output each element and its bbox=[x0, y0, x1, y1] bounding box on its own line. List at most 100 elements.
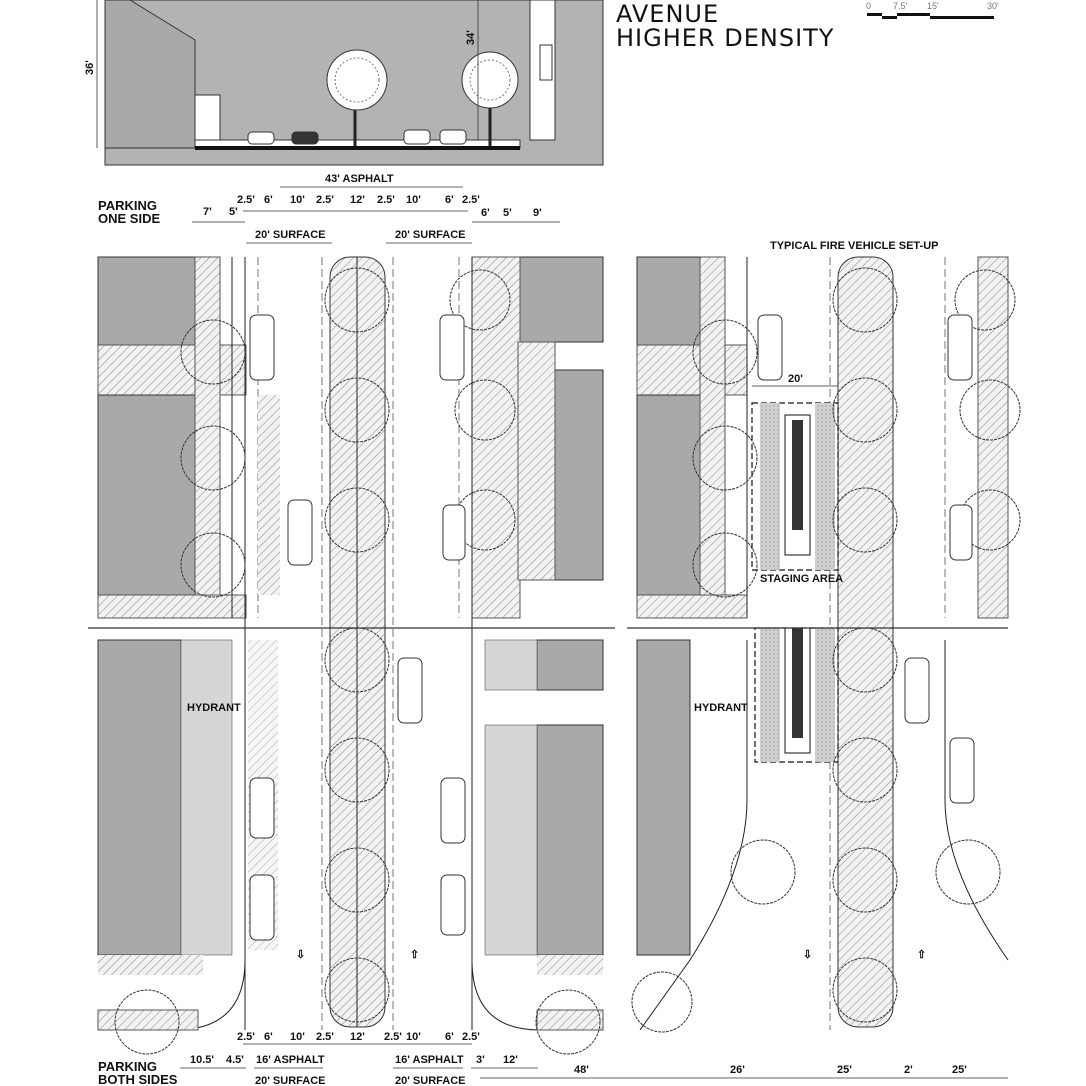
median bbox=[837, 256, 894, 1028]
dimension-label: 9' bbox=[533, 207, 542, 219]
tree bbox=[454, 379, 516, 441]
building bbox=[636, 639, 691, 956]
dimension-label: 16' ASPHALT bbox=[256, 1054, 325, 1066]
road-surface bbox=[195, 146, 520, 150]
tree bbox=[449, 269, 511, 331]
dimension-label: 12' bbox=[350, 1031, 365, 1043]
building bbox=[97, 394, 196, 596]
dimension-label: 10' bbox=[290, 194, 305, 206]
parked-cars bbox=[757, 314, 975, 804]
section-tree bbox=[461, 51, 519, 146]
dimension-label: 20' SURFACE bbox=[255, 229, 325, 241]
dimension-label: 6' bbox=[481, 207, 490, 219]
section-cars bbox=[247, 129, 467, 145]
dimension-label: 26' bbox=[730, 1064, 745, 1076]
dimension-label: 2.5' bbox=[384, 1031, 402, 1043]
title-line1: AVENUE bbox=[616, 0, 719, 28]
dimension-label: 6' bbox=[264, 1031, 273, 1043]
dimension-label: 2.5' bbox=[316, 1031, 334, 1043]
dimension-label: 20' SURFACE bbox=[395, 1075, 465, 1086]
building bbox=[536, 724, 604, 956]
section-building-left bbox=[104, 0, 196, 149]
dimension-label: 20' SURFACE bbox=[255, 1075, 325, 1086]
dimension-label: 6' bbox=[445, 194, 454, 206]
building bbox=[519, 256, 604, 343]
building bbox=[554, 369, 604, 581]
tree bbox=[324, 377, 390, 443]
section-porch-left bbox=[194, 94, 221, 141]
dimension-label: 2.5' bbox=[377, 194, 395, 206]
tree bbox=[832, 377, 898, 443]
tree bbox=[324, 957, 390, 1023]
dims-one-side: PARKING ONE SIDE 43' ASPHALT 2.5' 6' 10'… bbox=[98, 173, 560, 244]
section-tree bbox=[326, 49, 388, 146]
dimension-label: 15' bbox=[927, 1, 939, 11]
tree bbox=[832, 487, 898, 553]
dimension-label: 43' ASPHALT bbox=[325, 173, 394, 185]
scale-bar: 0 7.5' 15' 30' bbox=[866, 1, 999, 19]
dimension-label: PARKING bbox=[98, 1059, 157, 1074]
dims-both-sides: 12' 2.5' 6' 10' 2.5' 2.5' 10' 6' 2.5' PA… bbox=[98, 1031, 1008, 1086]
parked-cars bbox=[249, 314, 466, 941]
dimension-label: 6' bbox=[264, 194, 273, 206]
dimension-label: 20' bbox=[788, 373, 803, 385]
dimension-label: 30' bbox=[987, 1, 999, 11]
tree bbox=[180, 532, 246, 598]
dimension-label: 25' bbox=[837, 1064, 852, 1076]
tree bbox=[324, 737, 390, 803]
dimension-label: 4.5' bbox=[226, 1054, 244, 1066]
dimension-label: 5' bbox=[229, 206, 238, 218]
dimension-label: 10.5' bbox=[190, 1054, 214, 1066]
dimension-label: TYPICAL FIRE VEHICLE SET-UP bbox=[770, 240, 939, 252]
plan-right-fire-setup: TYPICAL FIRE VEHICLE SET-UP 20' STAGING … bbox=[627, 240, 1021, 1033]
building bbox=[97, 639, 182, 956]
dimension-label: 10' bbox=[290, 1031, 305, 1043]
direction-arrow-down: ⇩ bbox=[296, 949, 305, 961]
building bbox=[636, 394, 701, 596]
tree bbox=[832, 847, 898, 913]
hydrant-label: HYDRANT bbox=[187, 702, 241, 714]
section-height-left: 36' bbox=[84, 60, 96, 75]
tree bbox=[954, 269, 1016, 331]
tree bbox=[832, 737, 898, 803]
dimension-label: ⇩ bbox=[803, 949, 812, 961]
tree bbox=[324, 267, 390, 333]
dimension-label: 10' bbox=[406, 1031, 421, 1043]
dimension-label: 3' bbox=[476, 1054, 485, 1066]
dimension-label: 0 bbox=[866, 1, 871, 11]
title-line2: HIGHER DENSITY bbox=[616, 24, 834, 52]
dimension-label: ⇧ bbox=[917, 949, 926, 961]
dimension-label: 2.5' bbox=[237, 194, 255, 206]
tree bbox=[832, 957, 898, 1023]
dimension-label: 2.5' bbox=[237, 1031, 255, 1043]
tree bbox=[535, 989, 601, 1055]
tree bbox=[832, 267, 898, 333]
tree bbox=[324, 487, 390, 553]
tree bbox=[180, 319, 246, 385]
dimension-label: 16' ASPHALT bbox=[395, 1054, 464, 1066]
dimension-label: 2.5' bbox=[462, 1031, 480, 1043]
tree bbox=[180, 425, 246, 491]
dimension-label: 12' bbox=[503, 1054, 518, 1066]
tree bbox=[631, 971, 693, 1033]
dimension-label: STAGING AREA bbox=[760, 573, 843, 585]
building bbox=[536, 639, 604, 691]
dimension-label: 12' bbox=[350, 194, 365, 206]
tree bbox=[324, 627, 390, 693]
dimension-label: ONE SIDE bbox=[98, 211, 160, 226]
dimension-label: 25' bbox=[952, 1064, 967, 1076]
plan-left: HYDRANT ⇩ ⇧ bbox=[88, 256, 615, 1055]
dimension-label: 10' bbox=[406, 194, 421, 206]
tree bbox=[692, 319, 758, 385]
tree-row bbox=[631, 267, 1021, 1033]
tree bbox=[324, 847, 390, 913]
tree bbox=[935, 839, 1001, 905]
building bbox=[636, 256, 701, 346]
direction-arrow-up: ⇧ bbox=[410, 949, 419, 961]
tree bbox=[114, 989, 180, 1055]
dimension-label: 2.5' bbox=[462, 194, 480, 206]
section-height-right: 34' bbox=[465, 30, 477, 45]
dimension-label: 20' SURFACE bbox=[395, 229, 465, 241]
dimension-label: 2' bbox=[904, 1064, 913, 1076]
